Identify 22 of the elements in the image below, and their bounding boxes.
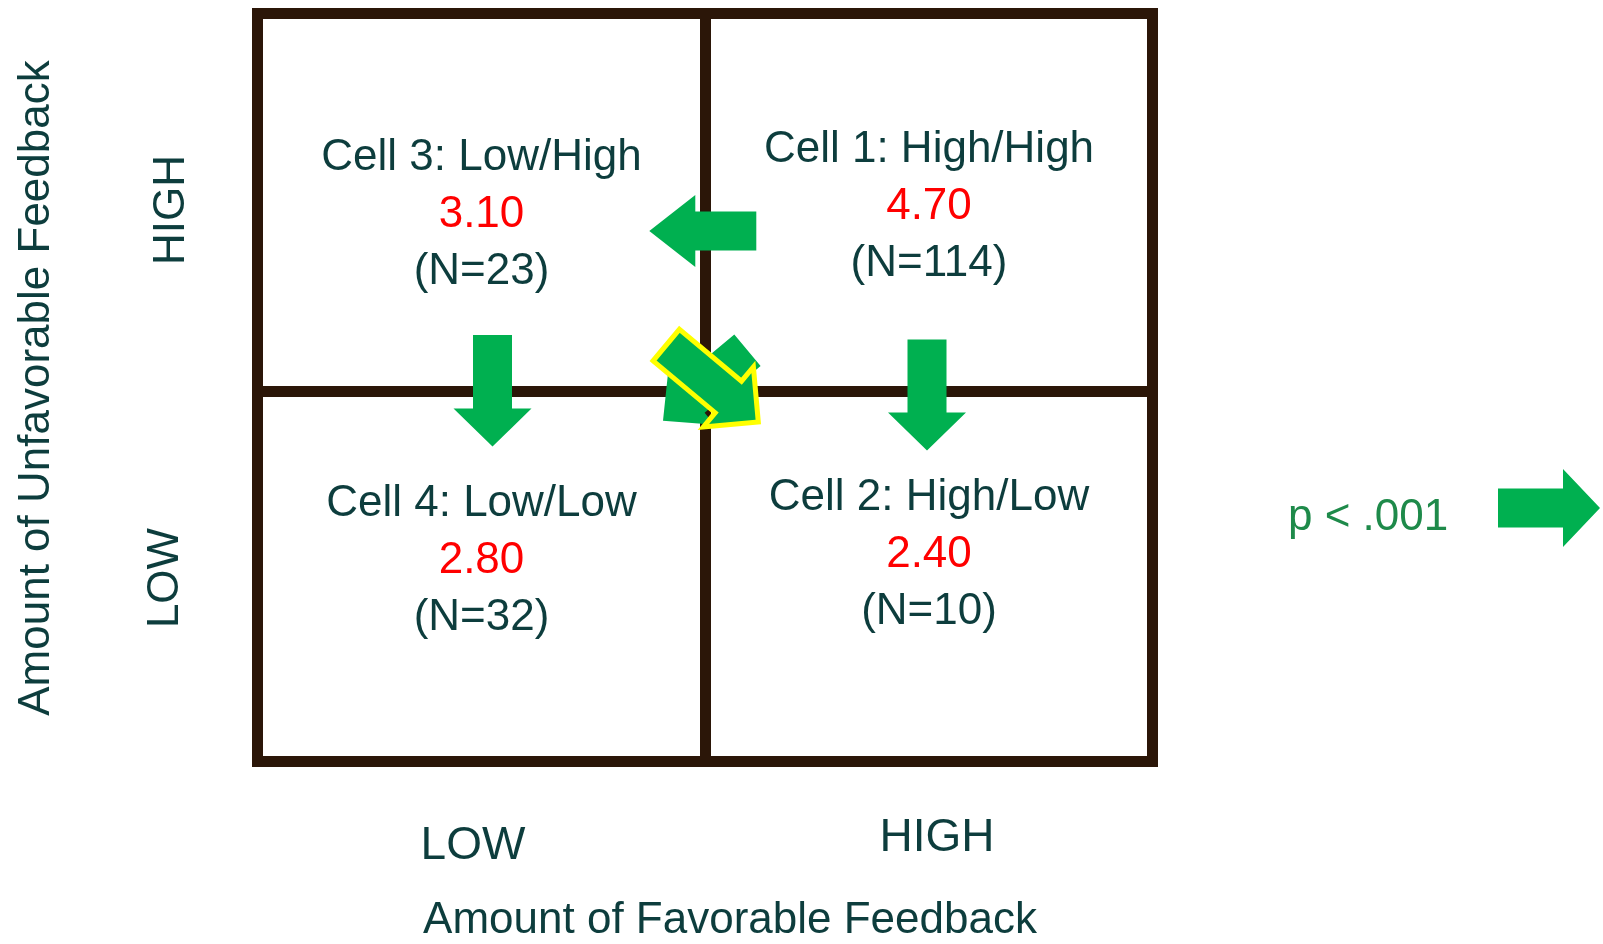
axis-label: HIGH: [879, 809, 995, 861]
block-arrow: [649, 195, 757, 267]
cell-heading: Cell 3: Low/High: [321, 129, 642, 181]
block-arrow: [888, 339, 966, 451]
axis-label: HIGH: [144, 155, 194, 265]
axis-label: LOW: [420, 817, 526, 869]
mean-value: 2.40: [886, 526, 972, 578]
mean-value: 4.70: [886, 178, 972, 230]
cell-heading: Cell 1: High/High: [763, 121, 1095, 173]
axis-title: Amount of Unfavorable Feedback: [9, 60, 59, 716]
mean-value: 3.10: [438, 186, 525, 238]
sample-size: (N=32): [413, 589, 550, 641]
sample-size: (N=23): [413, 243, 550, 295]
legend-text: p < .001: [1288, 490, 1449, 540]
axis-title: Amount of Favorable Feedback: [423, 893, 1037, 943]
block-arrow: [453, 335, 532, 447]
mean-value: 2.80: [438, 532, 525, 584]
cell-heading: Cell 4: Low/Low: [326, 475, 637, 527]
sample-size: (N=114): [850, 235, 1008, 287]
cell-heading: Cell 2: High/Low: [768, 469, 1090, 521]
sample-size: (N=10): [861, 583, 997, 635]
axis-label: LOW: [138, 527, 188, 629]
